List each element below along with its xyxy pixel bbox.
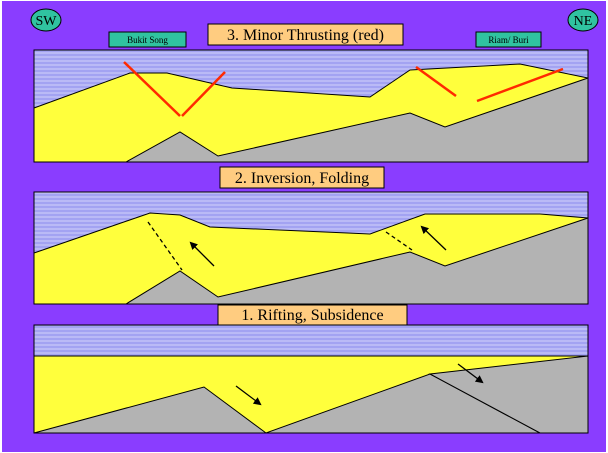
label-bukit-song-text: Bukit Song: [127, 35, 168, 45]
panel-2-dashed-fault-right: [385, 231, 413, 251]
thrust-fault-1: [123, 61, 181, 117]
panel-3-title: 3. Minor Thrusting (red): [207, 23, 404, 46]
thrust-fault-3: [415, 65, 457, 98]
panel-2-dashed-fault-left: [147, 221, 183, 271]
compass-ne-badge: [567, 8, 599, 32]
panel-2-title-box: [219, 166, 385, 189]
panel-1-title-box: [217, 304, 408, 326]
thrust-fault-4: [476, 67, 564, 103]
compass-sw: SW: [30, 8, 62, 32]
compass-ne: NE: [567, 8, 599, 32]
panel-2-title: 2. Inversion, Folding: [219, 166, 385, 189]
compass-sw-label: SW: [36, 14, 58, 29]
label-bukit-song-box: [108, 31, 187, 48]
panel-rifting-subsidence: [33, 324, 589, 434]
label-riam-buri-box: [475, 31, 542, 48]
arrow-icon: [420, 225, 447, 251]
label-bukit-song: Bukit Song: [108, 31, 187, 48]
panel-1-title: 1. Rifting, Subsidence: [217, 304, 408, 326]
panel-3-title-text: 3. Minor Thrusting (red): [227, 27, 384, 44]
arrow-icon: [235, 385, 262, 406]
panel-3-title-box: [207, 23, 404, 46]
panel-1-basement-right: [428, 355, 589, 434]
panel-inversion-folding: [33, 191, 589, 305]
compass-ne-label: NE: [574, 14, 593, 29]
panel-1-title-text: 1. Rifting, Subsidence: [241, 307, 383, 324]
panel-2-title-text: 2. Inversion, Folding: [235, 170, 369, 187]
arrow-icon: [457, 363, 484, 384]
panel-minor-thrusting: [33, 49, 589, 163]
label-riam-buri: Riam/ Buri: [475, 31, 542, 48]
thrust-fault-2: [181, 71, 226, 117]
panel-2-basement: [124, 217, 589, 305]
panel-3-basement: [124, 77, 589, 163]
compass-sw-badge: [30, 8, 62, 32]
arrow-icon: [189, 241, 215, 267]
label-riam-buri-text: Riam/ Buri: [488, 35, 529, 45]
